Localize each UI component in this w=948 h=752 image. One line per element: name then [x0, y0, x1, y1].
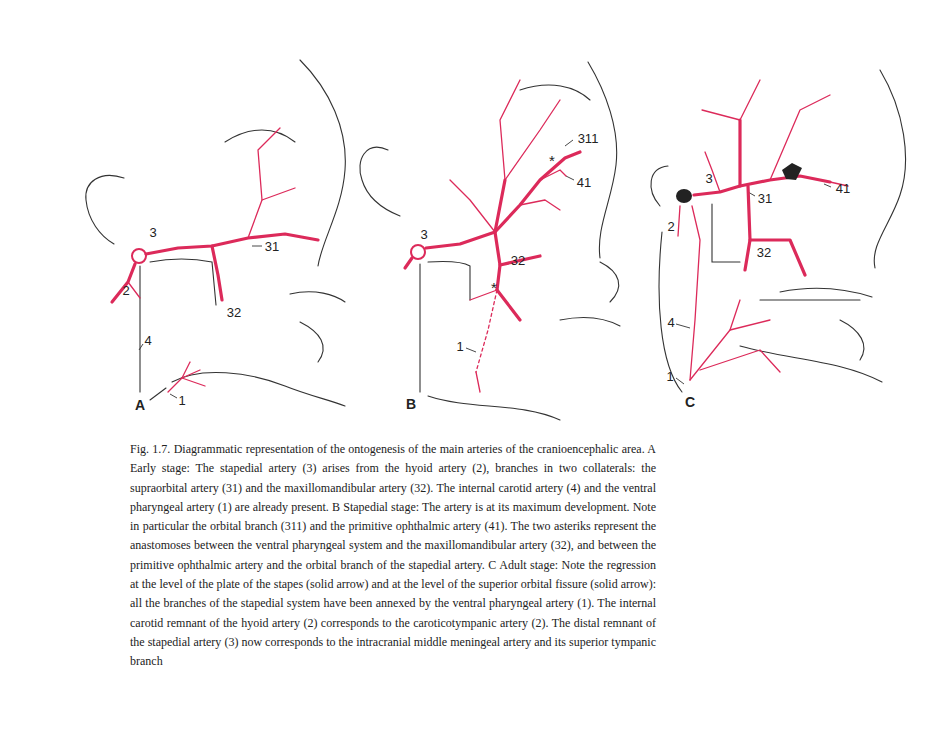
head-outline	[520, 85, 590, 100]
leader-lines	[139, 140, 831, 398]
artery-thick	[112, 120, 830, 320]
leader-lines	[676, 378, 684, 384]
asterisk-mark: *	[490, 280, 498, 295]
head-outline	[290, 292, 345, 302]
artery-thin	[505, 100, 560, 180]
callout-number: 32	[226, 306, 242, 319]
artery-thin	[700, 350, 780, 372]
callout-number: 31	[757, 192, 773, 205]
head-outline	[600, 262, 619, 302]
artery-thick	[426, 152, 580, 248]
head-outline	[86, 60, 906, 420]
head-outline	[780, 288, 872, 297]
panel-letter: C	[684, 395, 696, 409]
callout-number: 3	[704, 172, 713, 185]
solid-arrow	[676, 189, 692, 203]
leader-lines	[139, 344, 143, 350]
callout-number: 1	[177, 394, 186, 407]
asterisk-mark: *	[548, 153, 556, 168]
head-outline	[874, 70, 905, 268]
head-outline	[712, 204, 740, 262]
artery-thick	[212, 246, 222, 300]
artery-thin	[476, 290, 497, 372]
artery-thick	[745, 240, 750, 270]
stapes-ring	[411, 245, 425, 259]
head-outline	[300, 322, 323, 362]
head-outline	[651, 166, 668, 206]
head-outline	[172, 372, 345, 406]
artery-thin	[520, 200, 560, 210]
callout-number: 2	[666, 220, 675, 233]
artery-thin	[248, 128, 280, 238]
callout-number: 32	[756, 246, 772, 259]
artery-thick	[112, 264, 135, 302]
artery-thin	[540, 170, 566, 180]
leader-lines	[566, 176, 574, 180]
callout-number: 1	[665, 370, 674, 383]
callout-number: 3	[148, 226, 157, 239]
artery-thin	[740, 80, 760, 120]
head-outline	[840, 320, 864, 360]
artery-thin	[678, 206, 680, 236]
callout-number: 1	[455, 340, 464, 353]
artery-thin	[690, 206, 700, 380]
artery-thin	[770, 95, 830, 180]
artery-thin	[128, 282, 140, 298]
artery-thin	[500, 80, 520, 180]
panel-letter: B	[405, 397, 417, 411]
head-outline	[150, 259, 216, 305]
callout-number: 32	[510, 254, 526, 267]
head-outline	[150, 388, 166, 400]
artery-thin	[702, 110, 740, 120]
artery-thin	[450, 180, 495, 232]
head-outline	[760, 299, 860, 300]
leader-lines	[565, 140, 573, 146]
head-outline	[560, 318, 620, 326]
stapes-ring	[132, 249, 146, 263]
callout-number: 4	[666, 316, 675, 329]
artery-thick	[146, 234, 318, 254]
artery-thick	[405, 258, 412, 268]
artery-thin	[182, 362, 190, 378]
artery-thin	[705, 152, 720, 192]
leader-lines	[824, 184, 831, 187]
head-outline	[86, 175, 124, 244]
artery-thick	[748, 186, 805, 275]
callout-number: 41	[576, 176, 592, 189]
callout-number: 31	[264, 240, 280, 253]
callout-number: 4	[143, 334, 152, 347]
head-outline	[139, 266, 140, 392]
callout-number: 3	[419, 228, 428, 241]
figure-caption: Fig. 1.7. Diagrammatic representation of…	[130, 440, 656, 672]
head-outline	[225, 130, 295, 142]
artery-thin	[262, 188, 295, 200]
head-outline	[419, 264, 420, 392]
head-outline	[659, 232, 682, 392]
callout-number: 311	[577, 132, 600, 145]
artery-thin	[730, 300, 740, 330]
panel-letter: A	[134, 398, 146, 412]
head-outline	[588, 62, 617, 258]
solid-arrow	[782, 163, 802, 180]
leader-lines	[466, 348, 476, 352]
leader-lines	[170, 394, 177, 398]
head-outline	[428, 262, 470, 301]
head-outline	[428, 396, 560, 420]
artery-thin	[128, 80, 848, 392]
head-outline	[360, 147, 400, 216]
solid-arrow	[676, 163, 802, 203]
artery-thin	[476, 372, 480, 392]
artery-thick	[738, 120, 741, 186]
callout-number: 41	[835, 182, 851, 195]
artery-thick	[495, 180, 505, 232]
artery-thick	[497, 290, 520, 320]
callout-number: 2	[121, 284, 130, 297]
leader-lines	[252, 246, 262, 247]
leader-lines	[676, 324, 690, 328]
artery-thin	[182, 378, 205, 386]
head-outline	[300, 60, 345, 266]
